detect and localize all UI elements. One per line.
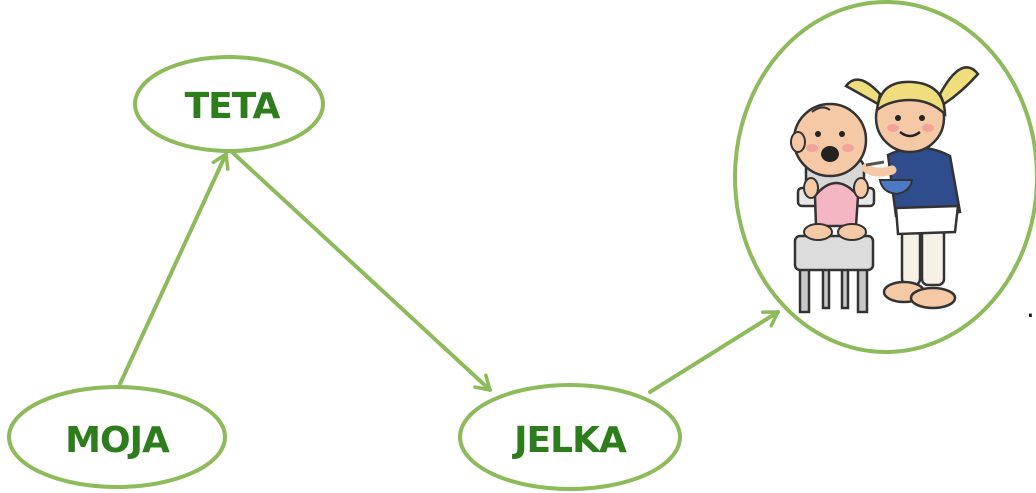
node-teta: TETA	[133, 55, 325, 153]
arrow-jelka-to-picture	[648, 310, 780, 394]
arrow-moja-to-teta	[118, 152, 230, 386]
node-teta-ellipse	[133, 55, 325, 153]
babysitter-feeding-baby-icon	[790, 66, 980, 314]
sentence-period: .	[1026, 291, 1035, 324]
node-picture	[733, 0, 1036, 354]
node-moja-ellipse	[7, 385, 227, 489]
node-jelka: JELKA	[458, 383, 682, 491]
arrow-teta-to-jelka	[230, 150, 492, 392]
node-jelka-ellipse	[458, 383, 682, 491]
node-jelka-label: JELKA	[511, 420, 627, 461]
node-teta-label: TETA	[185, 86, 281, 127]
node-moja: MOJA	[7, 385, 227, 489]
node-picture-ellipse	[733, 0, 1036, 354]
node-moja-label: MOJA	[65, 420, 170, 461]
